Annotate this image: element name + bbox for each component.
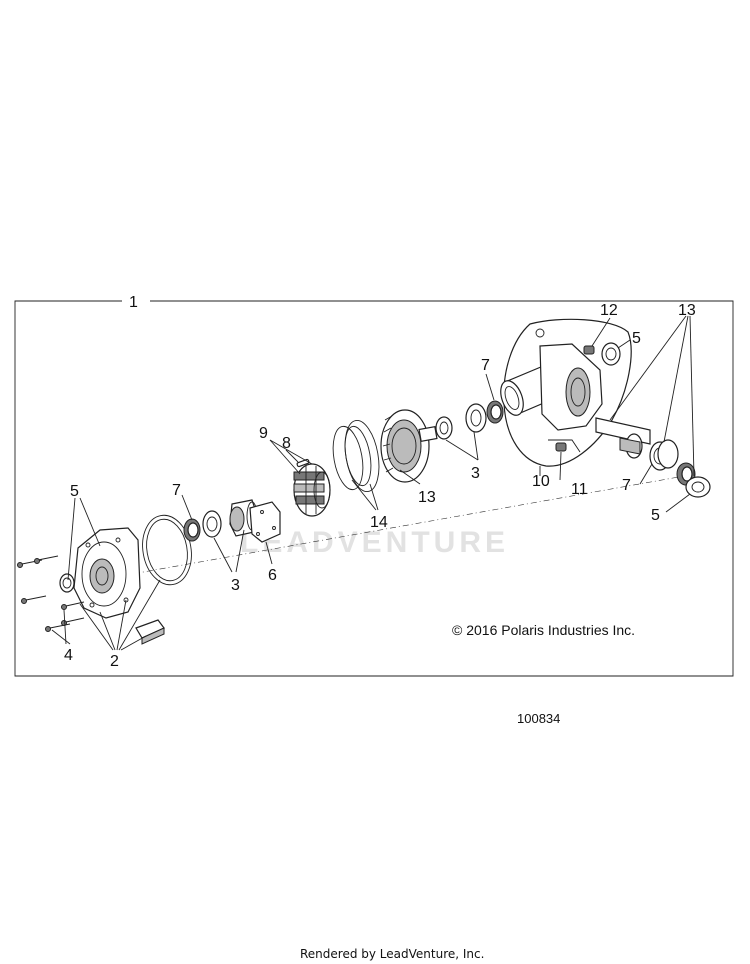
front-cover: [59, 527, 141, 619]
copyright-text: © 2016 Polaris Industries Inc.: [452, 622, 635, 638]
callout-13-right: 13: [678, 302, 696, 319]
bearing-right-2: [465, 403, 487, 433]
callout-13: 13: [418, 489, 436, 506]
bearing-13: [649, 439, 679, 471]
bearing-right-1: [435, 416, 453, 440]
seal-right: [486, 400, 504, 424]
cover-gasket: [142, 514, 192, 586]
assembly-frame: [14, 300, 734, 677]
callout-12: 12: [600, 302, 618, 319]
ring-gear: [380, 409, 438, 483]
callout-9: 9: [259, 425, 268, 442]
pin-8: [296, 458, 310, 468]
callout-7: 7: [172, 482, 181, 499]
cover-bolts: [17, 555, 85, 632]
main-housing: [500, 318, 632, 467]
watermark: LEADVENTURE: [240, 526, 509, 559]
seal-5-top: [601, 342, 621, 366]
footer-rendered-by: Rendered by LeadVenture, Inc.: [300, 947, 484, 961]
callout-8: 8: [282, 435, 291, 452]
callout-6: 6: [268, 567, 277, 584]
leader-lines: [51, 315, 695, 651]
callout-7-far-right: 7: [622, 477, 631, 494]
callout-2: 2: [110, 653, 119, 670]
callout-10: 10: [532, 473, 550, 490]
snap-ring-14: [332, 419, 380, 493]
callout-14: 14: [370, 514, 388, 531]
callout-1: 1: [129, 294, 138, 311]
callout-4: 4: [64, 647, 73, 664]
plug-12: [583, 345, 595, 355]
callout-11: 11: [571, 481, 588, 498]
plug-11: [555, 442, 567, 452]
center-axis: [69, 474, 691, 586]
callout-7-right: 7: [481, 357, 490, 374]
callout-5: 5: [70, 483, 79, 500]
clutch-cage: [293, 463, 331, 517]
callout-3-right: 3: [471, 465, 480, 482]
callout-5-bottom: 5: [651, 507, 660, 524]
plate-6: [249, 501, 281, 543]
callout-3: 3: [231, 577, 240, 594]
callout-5-top: 5: [632, 330, 641, 347]
bracket-part: [135, 619, 165, 645]
bearing-left: [202, 510, 222, 538]
pinion-shaft: [595, 417, 651, 459]
seal-5-bottom: [685, 476, 711, 498]
diagram-reference-number: 100834: [517, 711, 560, 726]
seal-left: [183, 518, 201, 542]
